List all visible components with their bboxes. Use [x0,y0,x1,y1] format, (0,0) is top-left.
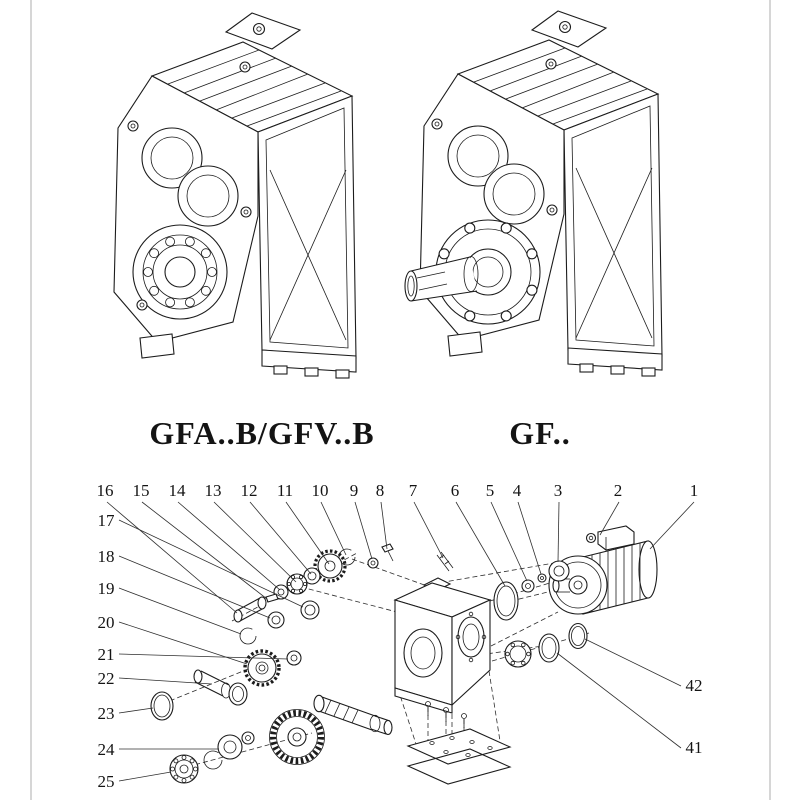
gearbox-drawing-gf [404,10,663,377]
part-callout: 5 [486,481,495,500]
output-gear [269,709,325,765]
part-callout: 4 [513,481,522,500]
part-callout: 6 [451,481,460,500]
part-callout: 15 [133,481,150,500]
output-bearing [132,224,228,320]
part-callout: 42 [686,676,703,695]
part-callout: 18 [98,547,115,566]
lower-bearing-set [169,731,255,784]
side-panel [563,93,663,357]
retaining-rings [504,622,588,668]
pinion-shaft [150,669,248,721]
model-label-left: GFA..B/GFV..B [149,415,374,451]
part-callouts: 16 15 14 13 12 11 10 9 8 7 6 5 4 3 2 1 1… [97,481,703,791]
part-callout: 25 [98,772,115,791]
part-callout: 8 [376,481,385,500]
part-callout: 21 [98,645,115,664]
part-callout: 14 [169,481,187,500]
gear-housing-part [393,577,492,714]
terminal-box [597,525,635,551]
part-callout: 11 [277,481,293,500]
part-callout: 3 [554,481,563,500]
housing-fasteners [367,543,454,572]
output-shaft-part [313,694,393,736]
part-callout: 9 [350,481,359,500]
part-callout: 7 [409,481,418,500]
model-label-right: GF.. [509,415,571,451]
exploded-parts-diagram: 16 15 14 13 12 11 10 9 8 7 6 5 4 3 2 1 1… [97,481,703,791]
part-callout: 41 [686,738,703,757]
eye-bolt [585,532,597,544]
part-callout: 22 [98,669,115,688]
part-callout: 24 [98,740,116,759]
part-callout: 17 [98,511,116,530]
side-panel [257,95,357,359]
part-callout: 19 [98,579,115,598]
part-callout: 23 [98,704,115,723]
output-shaft [404,256,479,302]
intermediate-cluster [239,600,320,687]
leader-lines [106,501,695,782]
part-callout: 1 [690,481,699,500]
input-shaft-cluster [233,548,356,623]
coupling-small-parts [493,560,570,621]
cover-plate [406,701,512,785]
part-callout: 10 [312,481,329,500]
gearbox-drawing-gfab-gfv [113,12,357,379]
part-callout: 16 [97,481,114,500]
part-callout: 13 [205,481,222,500]
part-callout: 2 [614,481,623,500]
part-callout: 20 [98,613,115,632]
part-callout: 12 [241,481,258,500]
